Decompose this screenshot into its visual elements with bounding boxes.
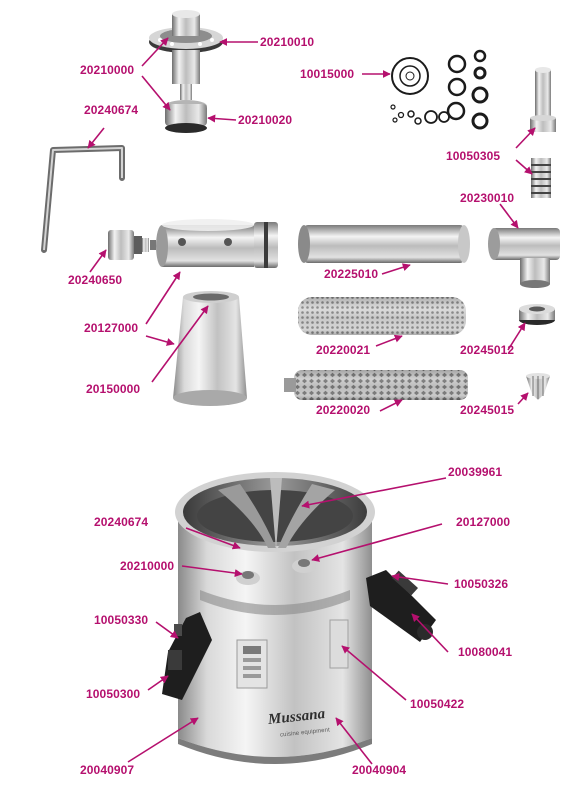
- label-20039961: 20039961: [448, 465, 503, 479]
- label-10050330: 10050330: [94, 613, 149, 627]
- label-10050422: 10050422: [410, 697, 465, 711]
- label-10050300: 10050300: [86, 687, 141, 701]
- outlet-housing-part: [488, 228, 560, 288]
- label-20240674-bot: 20240674: [94, 515, 149, 529]
- label-20210020: 20210020: [238, 113, 293, 127]
- label-20240674-top: 20240674: [84, 103, 139, 117]
- nut-part: [519, 304, 555, 325]
- label-20220020: 20220020: [316, 403, 371, 417]
- label-10015000: 10015000: [300, 67, 355, 81]
- label-20210000-top: 20210000: [80, 63, 135, 77]
- label-20210010: 20210010: [260, 35, 315, 49]
- grater-roller-coarse-part: [284, 370, 468, 400]
- cone-tip-part: [526, 373, 550, 400]
- label-20230010: 20230010: [460, 191, 515, 205]
- connector-part: [108, 230, 156, 260]
- label-20245012: 20245012: [460, 343, 515, 357]
- label-20040907: 20040907: [80, 763, 135, 777]
- cone-cup-part: [173, 291, 247, 406]
- grater-roller-fine-part: [298, 297, 466, 335]
- bearing-housing-part: [156, 219, 278, 268]
- smooth-roller-part: [298, 225, 470, 263]
- label-20220021: 20220021: [316, 343, 371, 357]
- label-20127000-bot: 20127000: [456, 515, 511, 529]
- label-20127000-top: 20127000: [84, 321, 139, 335]
- label-20040904: 20040904: [352, 763, 407, 777]
- bent-rod-part: [41, 145, 125, 253]
- shaft-coupling-part: [530, 67, 556, 198]
- label-20150000: 20150000: [86, 382, 141, 396]
- hub-assembly-part: [149, 10, 223, 133]
- label-10080041: 10080041: [458, 645, 513, 659]
- label-20225010: 20225010: [324, 267, 379, 281]
- o-ring-set-part: [390, 49, 489, 130]
- label-20240650: 20240650: [68, 273, 123, 287]
- label-10050305: 10050305: [446, 149, 501, 163]
- label-20245015: 20245015: [460, 403, 515, 417]
- label-10050326: 10050326: [454, 577, 509, 591]
- label-20210000-bot: 20210000: [120, 559, 175, 573]
